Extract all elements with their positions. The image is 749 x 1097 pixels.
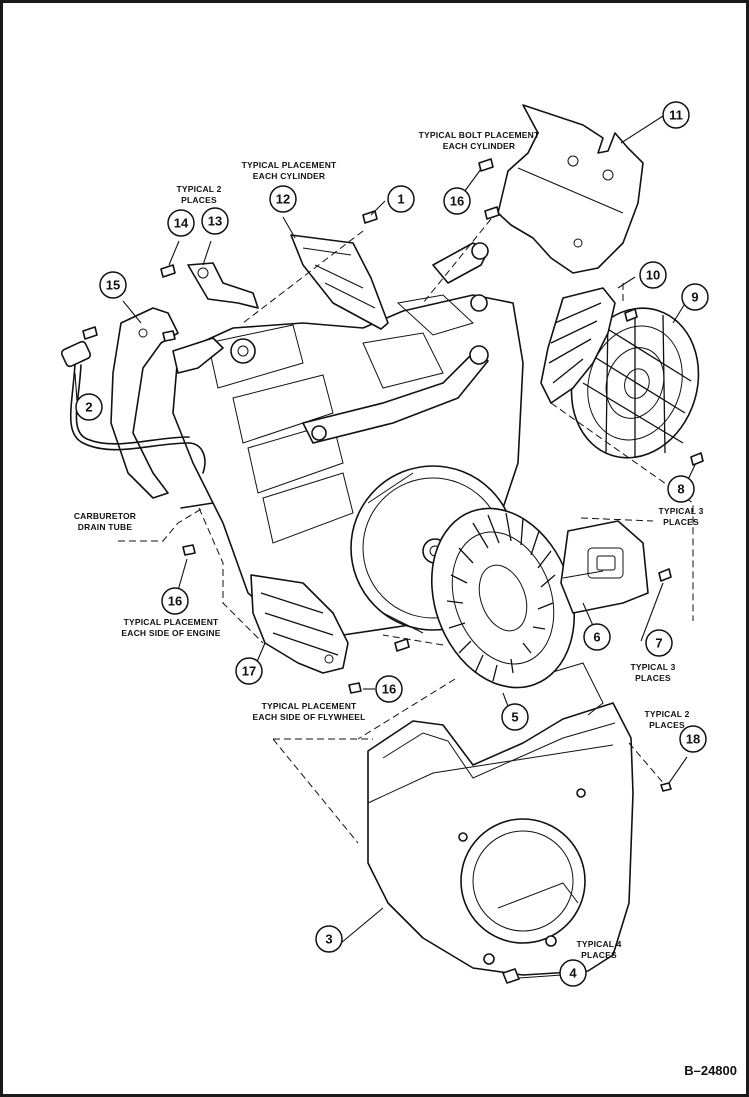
svg-text:TYPICAL PLACEMENT: TYPICAL PLACEMENT (242, 160, 337, 170)
bracket-parts-drawing (110, 242, 489, 499)
flywheel-fan-drawing (430, 507, 576, 689)
callout-7: 7 (645, 629, 673, 657)
callout-5: 5 (501, 703, 529, 731)
note-typical4: TYPICAL 4 PLACES (576, 939, 621, 960)
svg-text:PLACES: PLACES (649, 720, 685, 730)
svg-text:2: 2 (85, 400, 92, 415)
svg-text:TYPICAL 2: TYPICAL 2 (176, 184, 221, 194)
note-typical2-top: TYPICAL 2 PLACES (176, 184, 221, 205)
callout-6: 6 (583, 623, 611, 651)
note-typical2-right: TYPICAL 2 PLACES (644, 709, 689, 730)
callout-11: 11 (662, 101, 690, 129)
svg-text:13: 13 (208, 214, 222, 229)
svg-text:PLACES: PLACES (181, 195, 217, 205)
bolts-drawing (82, 158, 704, 984)
svg-text:15: 15 (106, 278, 120, 293)
figure-id: B–24800 (684, 1063, 737, 1078)
svg-text:DRAIN TUBE: DRAIN TUBE (78, 522, 133, 532)
callout-16-top: 16 (443, 187, 471, 215)
starter-cup-drawing (560, 520, 649, 614)
svg-text:EACH CYLINDER: EACH CYLINDER (253, 171, 326, 181)
svg-text:17: 17 (242, 664, 256, 679)
svg-text:16: 16 (450, 194, 464, 209)
svg-text:PLACES: PLACES (663, 517, 699, 527)
svg-text:TYPICAL 3: TYPICAL 3 (630, 662, 675, 672)
callout-3: 3 (315, 925, 343, 953)
callout-2: 2 (75, 393, 103, 421)
svg-text:EACH CYLINDER: EACH CYLINDER (443, 141, 516, 151)
alignment-lines (198, 218, 694, 844)
svg-text:16: 16 (168, 594, 182, 609)
svg-text:7: 7 (655, 636, 662, 651)
svg-text:TYPICAL PLACEMENT: TYPICAL PLACEMENT (124, 617, 219, 627)
callout-10: 10 (639, 261, 667, 289)
svg-text:TYPICAL PLACEMENT: TYPICAL PLACEMENT (262, 701, 357, 711)
svg-text:5: 5 (511, 710, 518, 725)
svg-text:PLACES: PLACES (581, 950, 617, 960)
callout-8: 8 (667, 475, 695, 503)
svg-text:8: 8 (677, 482, 684, 497)
note-placement-cylinder: TYPICAL PLACEMENT EACH CYLINDER (242, 160, 337, 181)
callout-16-flywheel: 16 (375, 675, 403, 703)
callout-15: 15 (99, 271, 127, 299)
svg-text:CARBURETOR: CARBURETOR (74, 511, 136, 521)
svg-text:EACH SIDE OF ENGINE: EACH SIDE OF ENGINE (121, 628, 220, 638)
note-typical3-upper: TYPICAL 3 PLACES (658, 506, 703, 527)
cylinder-shield-drawing (497, 104, 644, 274)
exploded-engine-diagram: 1 2 3 4 5 6 7 8 9 10 11 12 13 14 15 16 1… (60, 101, 737, 1078)
callout-12: 12 (269, 185, 297, 213)
callout-1: 1 (387, 185, 415, 213)
note-placement-engine: TYPICAL PLACEMENT EACH SIDE OF ENGINE (121, 617, 220, 638)
svg-text:10: 10 (646, 268, 660, 283)
callout-17: 17 (235, 657, 263, 685)
svg-text:PLACES: PLACES (635, 673, 671, 683)
callout-18: 18 (679, 725, 707, 753)
lower-shield-drawing (250, 574, 349, 674)
svg-text:1: 1 (397, 192, 404, 207)
callout-9: 9 (681, 283, 709, 311)
svg-text:TYPICAL 2: TYPICAL 2 (644, 709, 689, 719)
svg-text:4: 4 (569, 966, 577, 981)
svg-text:TYPICAL 3: TYPICAL 3 (658, 506, 703, 516)
svg-text:EACH SIDE OF FLYWHEEL: EACH SIDE OF FLYWHEEL (253, 712, 366, 722)
callout-16-engine: 16 (161, 587, 189, 615)
note-typical3-lower: TYPICAL 3 PLACES (630, 662, 675, 683)
note-placement-flywheel: TYPICAL PLACEMENT EACH SIDE OF FLYWHEEL (253, 701, 366, 722)
svg-text:12: 12 (276, 192, 290, 207)
note-bolt-cylinder: TYPICAL BOLT PLACEMENT EACH CYLINDER (419, 130, 540, 151)
spark-plug-wire-drawing (60, 340, 206, 474)
drain-tube-drawing (118, 502, 214, 542)
svg-text:3: 3 (325, 932, 332, 947)
side-shield-drawing (540, 287, 616, 404)
svg-text:9: 9 (691, 290, 698, 305)
svg-text:18: 18 (686, 732, 700, 747)
svg-text:14: 14 (174, 216, 189, 231)
svg-text:11: 11 (669, 108, 683, 123)
svg-text:TYPICAL 4: TYPICAL 4 (576, 939, 621, 949)
blower-housing-drawing (367, 662, 634, 976)
svg-text:6: 6 (593, 630, 600, 645)
svg-text:16: 16 (382, 682, 396, 697)
svg-text:TYPICAL BOLT PLACEMENT: TYPICAL BOLT PLACEMENT (419, 130, 540, 140)
head-shield-drawing (290, 234, 389, 330)
callout-13: 13 (201, 207, 229, 235)
note-carburetor-drain: CARBURETOR DRAIN TUBE (74, 511, 136, 532)
callout-4: 4 (559, 959, 587, 987)
callout-14: 14 (167, 209, 195, 237)
